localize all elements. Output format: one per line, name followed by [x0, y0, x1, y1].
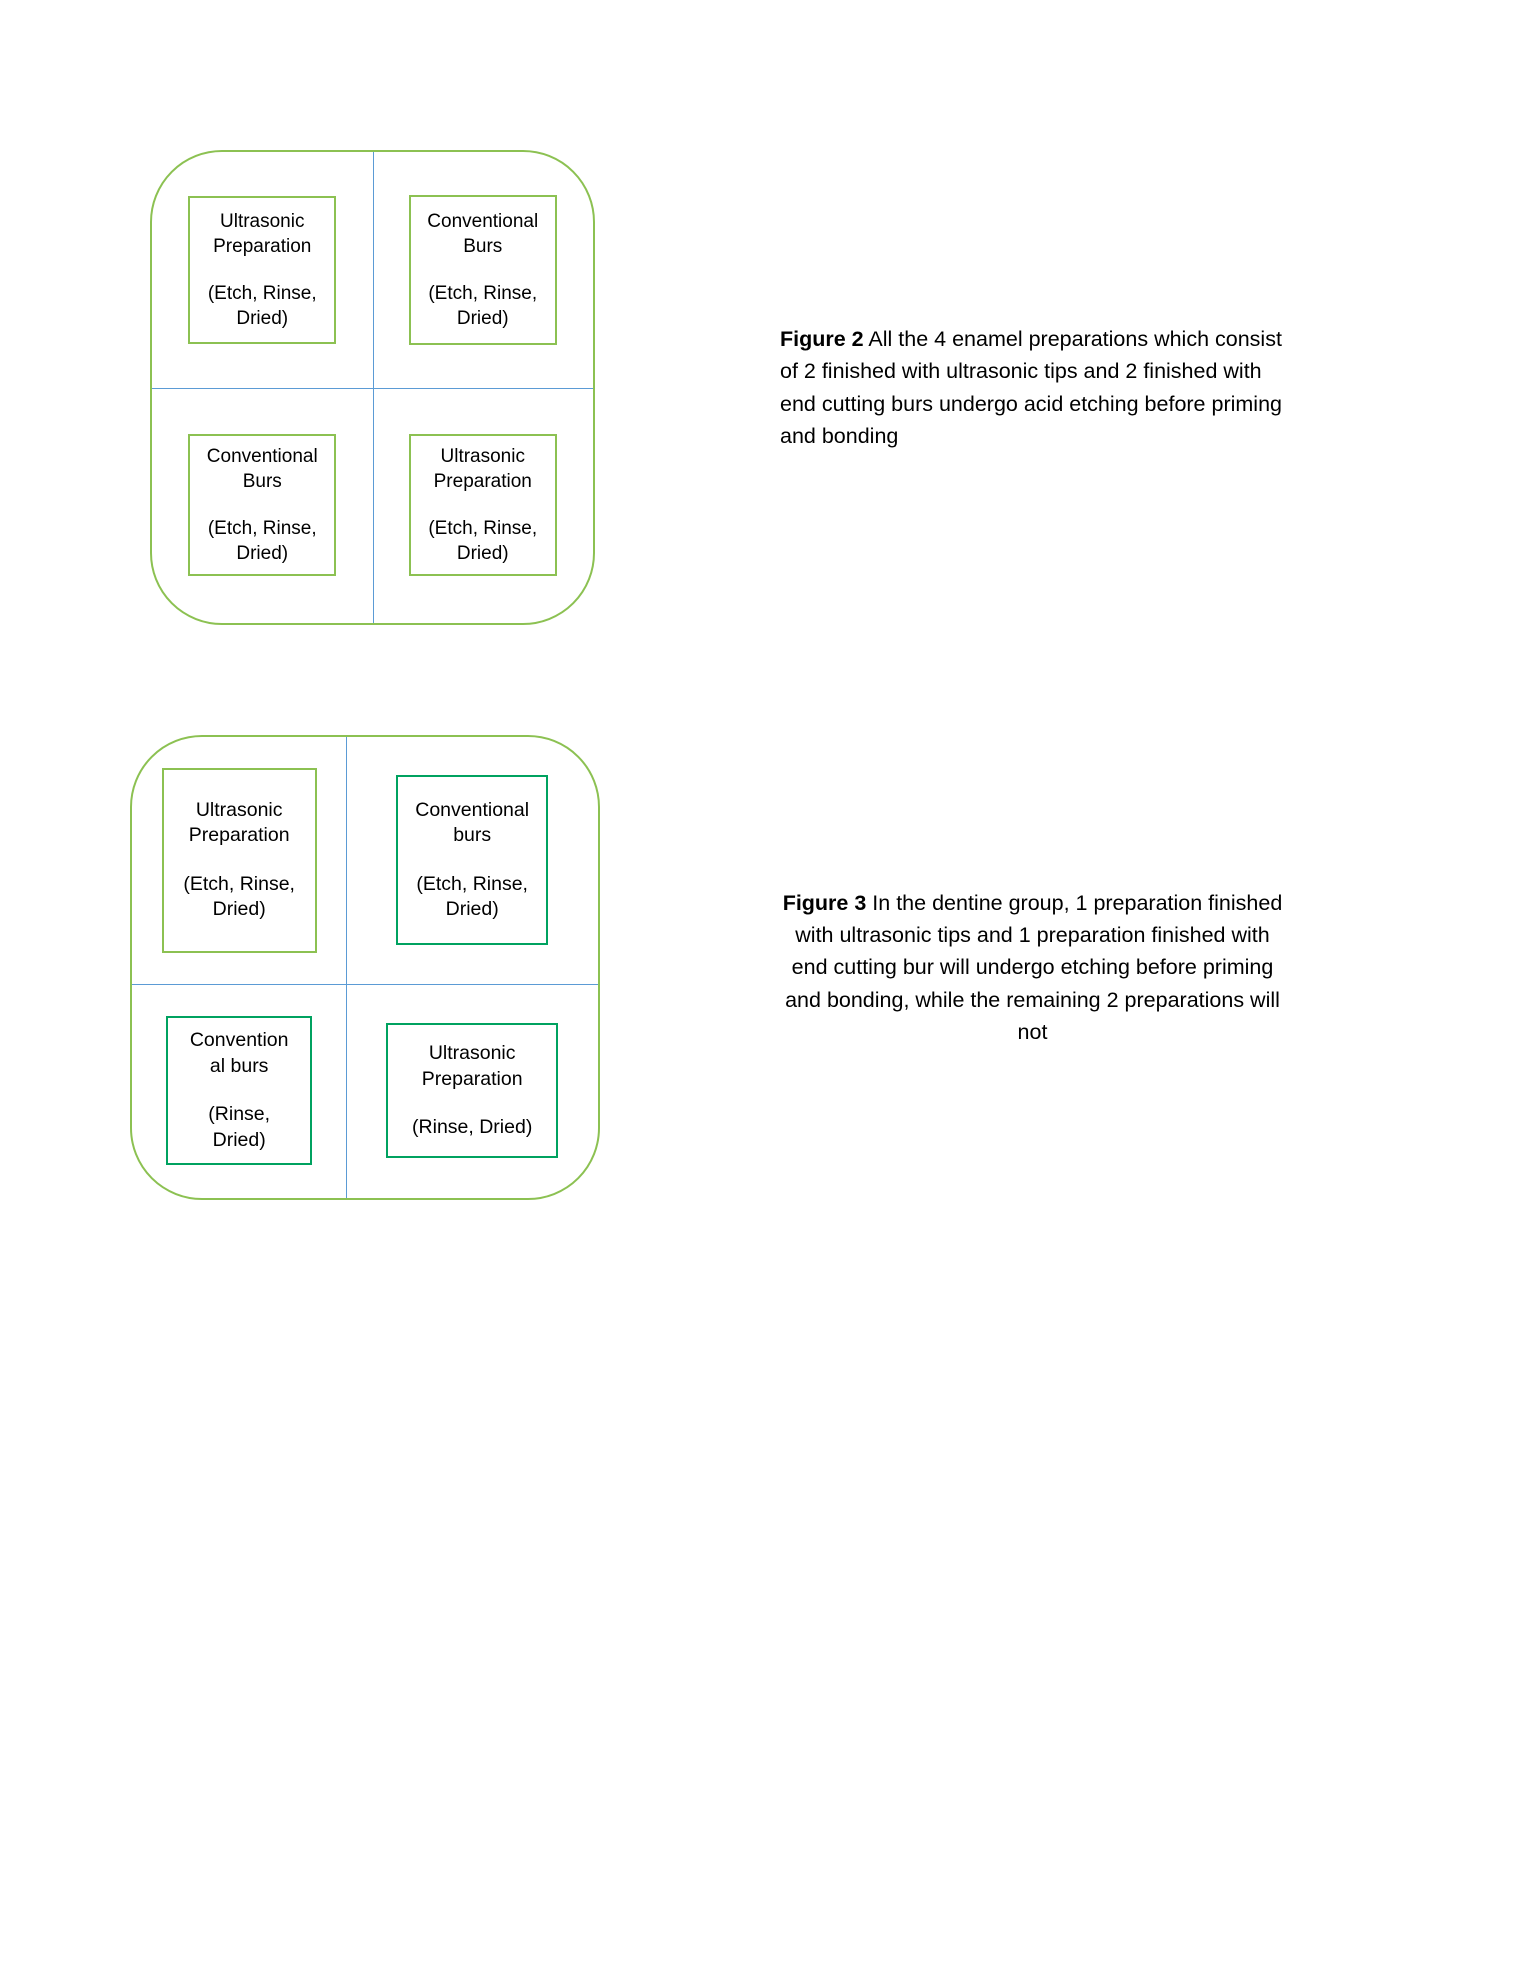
cell-subtitle: (Etch, Rinse, Dried): [428, 518, 538, 565]
figure-label: Figure 3: [782, 890, 867, 915]
cell-title: Ultrasonic Preparation: [213, 210, 312, 257]
quadrant-grid: Ultrasonic Preparation (Etch, Rinse, Dri…: [152, 152, 593, 623]
figure-2-caption: Figure 2 All the 4 enamel preparations w…: [780, 323, 1300, 452]
cell-title: Ultrasonic Preparation: [188, 798, 290, 847]
figure-2-block: Ultrasonic Preparation (Etch, Rinse, Dri…: [150, 150, 1420, 625]
cell-subtitle: (Etch, Rinse, Dried): [207, 518, 317, 565]
cell-box-ultrasonic-preparation: Ultrasonic Preparation (Etch, Rinse, Dri…: [161, 767, 317, 953]
cell-box-ultrasonic-preparation: Ultrasonic Preparation (Etch, Rinse, Dri…: [188, 195, 337, 344]
cell-subtitle: (Etch, Rinse, Dried): [428, 282, 538, 329]
cell-subtitle: (Etch, Rinse, Dried): [416, 872, 528, 921]
figure-label: Figure 2: [780, 327, 864, 351]
cell-title: Convention al burs: [189, 1029, 289, 1077]
cell-box-conventional-burs: Convention al burs (Rinse, Dried): [166, 1016, 313, 1166]
cell-title: Conventional Burs: [427, 210, 539, 257]
figure-3-caption: Figure 3 In the dentine group, 1 prepara…: [780, 887, 1285, 1048]
cell-title: Conventional Burs: [206, 446, 318, 493]
quadrant-bottom-left: Conventional Burs (Etch, Rinse, Dried): [152, 388, 373, 624]
quadrant-bottom-right: Ultrasonic Preparation (Etch, Rinse, Dri…: [373, 388, 594, 624]
figure-caption-text: All the 4 enamel preparations which cons…: [780, 327, 1282, 448]
cell-box-conventional-burs: Conventional Burs (Etch, Rinse, Dried): [408, 194, 557, 345]
vertical-divider: [346, 737, 348, 1198]
cell-subtitle: (Rinse, Dried): [208, 1103, 271, 1151]
cell-title: Conventional burs: [415, 798, 530, 847]
quadrant-top-right: Conventional Burs (Etch, Rinse, Dried): [373, 152, 594, 388]
quadrant-bottom-left: Convention al burs (Rinse, Dried): [132, 984, 346, 1198]
quadrant-top-left: Ultrasonic Preparation (Etch, Rinse, Dri…: [132, 737, 346, 984]
figure-3-block: Ultrasonic Preparation (Etch, Rinse, Dri…: [130, 735, 1420, 1200]
horizontal-divider: [132, 983, 598, 985]
cell-box-ultrasonic-preparation: Ultrasonic Preparation (Etch, Rinse, Dri…: [408, 434, 557, 577]
cell-title: Ultrasonic Preparation: [421, 1041, 523, 1090]
quadrant-top-right: Conventional burs (Etch, Rinse, Dried): [346, 737, 598, 984]
figure-3-diagram: Ultrasonic Preparation (Etch, Rinse, Dri…: [130, 735, 600, 1200]
horizontal-divider: [152, 387, 593, 389]
cell-subtitle: (Rinse, Dried): [412, 1115, 533, 1138]
cell-box-ultrasonic-preparation: Ultrasonic Preparation (Rinse, Dried): [386, 1023, 559, 1159]
cell-title: Ultrasonic Preparation: [433, 446, 532, 493]
quadrant-top-left: Ultrasonic Preparation (Etch, Rinse, Dri…: [152, 152, 373, 388]
figure-2-diagram: Ultrasonic Preparation (Etch, Rinse, Dri…: [150, 150, 595, 625]
figure-caption-text: In the dentine group, 1 preparation fini…: [785, 890, 1283, 1044]
quadrant-bottom-right: Ultrasonic Preparation (Rinse, Dried): [346, 984, 598, 1198]
cell-subtitle: (Etch, Rinse, Dried): [183, 872, 295, 921]
cell-subtitle: (Etch, Rinse, Dried): [207, 282, 317, 329]
cell-box-conventional-burs: Conventional burs (Etch, Rinse, Dried): [396, 775, 549, 946]
quadrant-grid: Ultrasonic Preparation (Etch, Rinse, Dri…: [132, 737, 598, 1198]
cell-box-conventional-burs: Conventional Burs (Etch, Rinse, Dried): [188, 434, 337, 577]
